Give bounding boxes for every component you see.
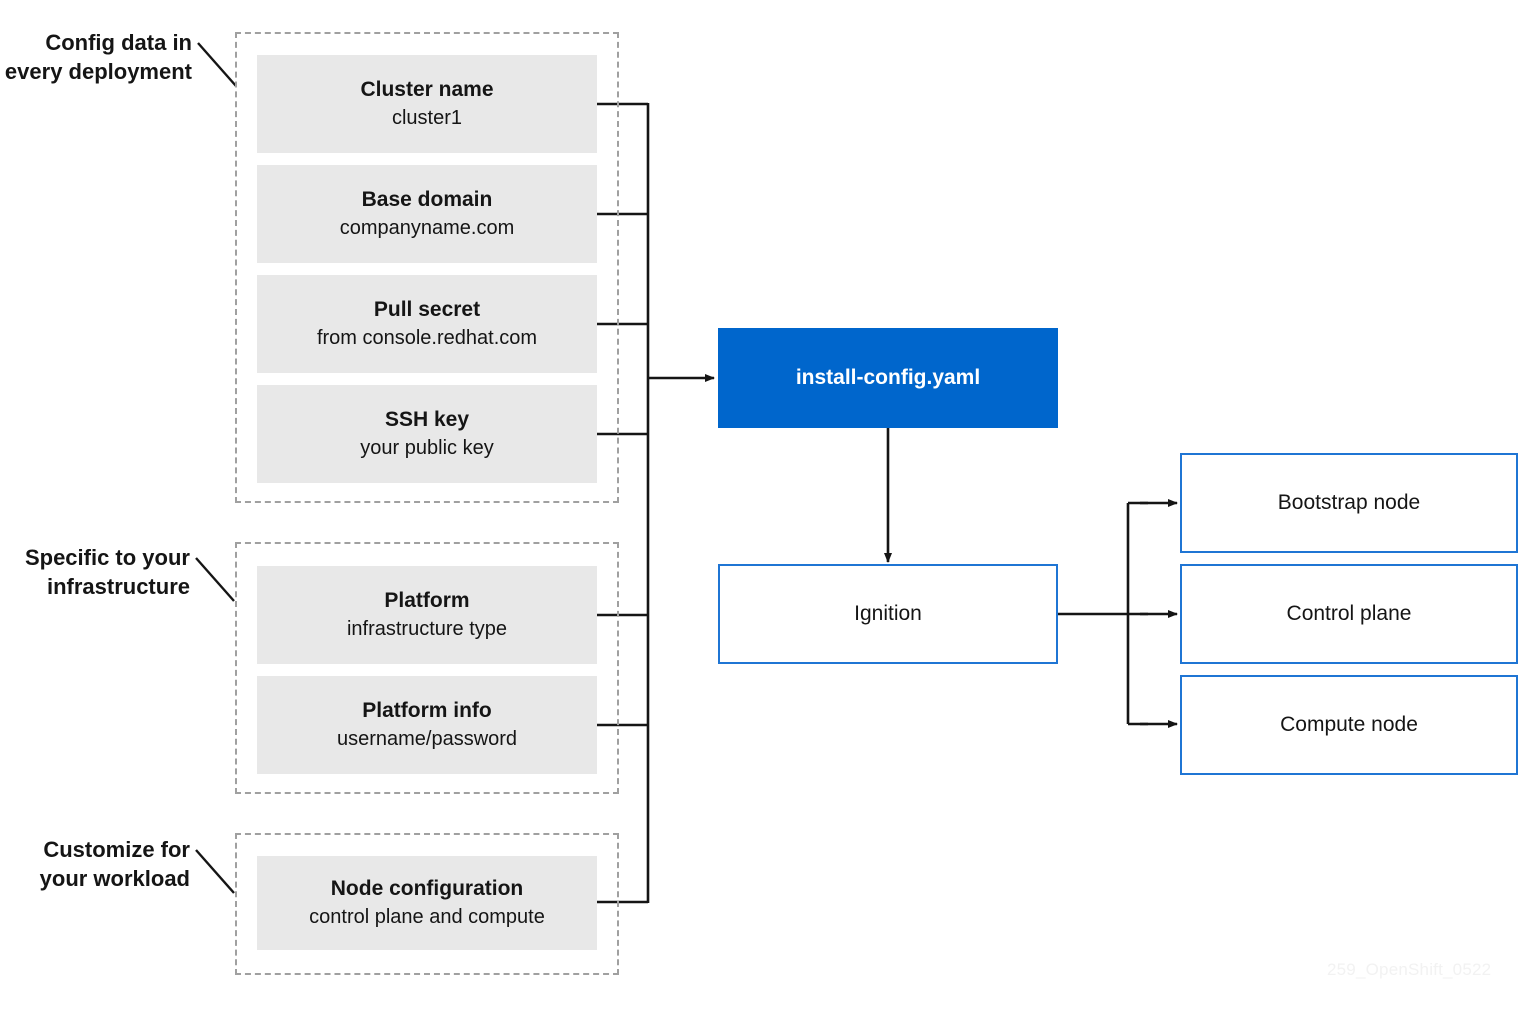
card-title: Platform info	[362, 698, 492, 722]
leader-line-infrastructure	[195, 557, 235, 602]
node-label: Compute node	[1280, 713, 1418, 736]
node-label: Bootstrap node	[1277, 491, 1421, 514]
section-label-workload: Customize for your workload	[39, 837, 190, 892]
card-platform[interactable]: Platform infrastructure type	[257, 566, 597, 664]
node-install-config-yaml[interactable]: install-config.yaml	[718, 328, 1058, 428]
card-cluster-name[interactable]: Cluster name cluster1	[257, 55, 597, 153]
card-subtitle: control plane and compute	[309, 906, 545, 929]
node-compute-node[interactable]: Compute node	[1180, 675, 1518, 775]
card-title: Base domain	[361, 187, 493, 211]
group-box-workload	[235, 833, 619, 975]
card-title: Cluster name	[360, 77, 494, 101]
node-ignition[interactable]: Ignition	[718, 564, 1058, 664]
node-label: Control plane	[1286, 602, 1412, 625]
fanout-arrows	[1140, 499, 1178, 728]
card-subtitle: infrastructure type	[346, 618, 508, 641]
leader-lines	[195, 42, 237, 894]
node-label: Ignition	[854, 602, 922, 625]
card-ssh-key[interactable]: SSH key your public key	[257, 385, 597, 483]
node-bootstrap-node[interactable]: Bootstrap node	[1180, 453, 1518, 553]
leader-line-workload	[195, 849, 235, 894]
card-title: SSH key	[384, 407, 470, 431]
card-pull-secret[interactable]: Pull secret from console.redhat.com	[257, 275, 597, 373]
node-control-plane[interactable]: Control plane	[1180, 564, 1518, 664]
card-base-domain[interactable]: Base domain companyname.com	[257, 165, 597, 263]
card-subtitle: username/password	[336, 728, 518, 751]
group-box-every-deployment	[235, 32, 619, 503]
section-label-every-deployment: Config data in every deployment	[4, 30, 192, 85]
section-label-infrastructure: Specific to your infrastructure	[24, 545, 190, 600]
ignition-fanout-bus	[1058, 501, 1148, 726]
node-label: install-config.yaml	[795, 366, 981, 389]
card-subtitle: cluster1	[391, 107, 463, 130]
group-box-infrastructure	[235, 542, 619, 794]
watermark: 259_OpenShift_0522	[1327, 960, 1492, 979]
card-title: Node configuration	[330, 876, 524, 900]
card-subtitle: your public key	[360, 437, 494, 460]
card-subtitle: from console.redhat.com	[316, 327, 538, 350]
card-node-configuration[interactable]: Node configuration control plane and com…	[257, 856, 597, 950]
card-subtitle: companyname.com	[339, 217, 515, 240]
leader-line-every-deployment	[197, 42, 237, 87]
card-title: Platform	[384, 588, 470, 612]
card-platform-info[interactable]: Platform info username/password	[257, 676, 597, 774]
card-title: Pull secret	[373, 297, 481, 321]
